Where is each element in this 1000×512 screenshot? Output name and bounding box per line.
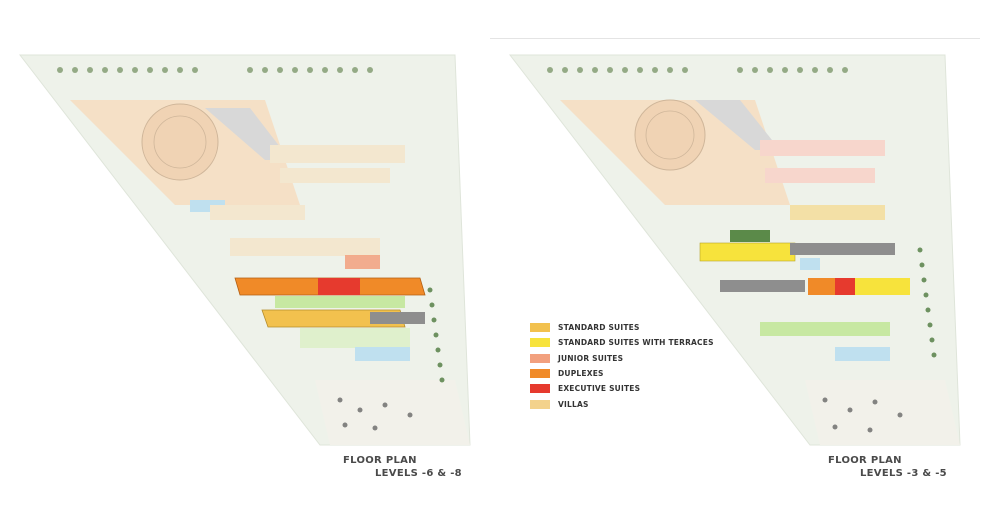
lower-pool (355, 347, 410, 361)
upper-block-a (760, 140, 885, 156)
upper-block-b (765, 168, 875, 183)
lawn-strip (760, 322, 890, 336)
caption-line-1: FLOOR PLAN (343, 455, 417, 466)
lawn-strip (275, 296, 405, 308)
pool (800, 258, 820, 270)
legend-swatch (530, 384, 550, 394)
tree-row-top (57, 67, 373, 73)
legend-label: JUNIOR SUITES (558, 353, 624, 363)
upper-block-b (280, 168, 390, 183)
villas-dots (337, 397, 413, 431)
lawn-block (730, 230, 770, 242)
legend-item: VILLAS (530, 396, 714, 411)
block-coral (345, 255, 380, 269)
upper-row-d (230, 238, 380, 256)
caption-left-plan: FLOOR PLAN LEVELS -6 & -8 (343, 454, 462, 480)
legend-item: DUPLEXES (530, 366, 714, 381)
legend-item: STANDARD SUITES WITH TERRACES (530, 335, 714, 350)
caption-right-plan: FLOOR PLAN LEVELS -3 & -5 (828, 454, 947, 480)
executive-block (835, 278, 857, 295)
legend-item: EXECUTIVE SUITES (530, 381, 714, 396)
legend-swatch (530, 399, 550, 409)
upper-gray-block (695, 100, 780, 150)
legend-label: DUPLEXES (558, 369, 604, 379)
standard-row (261, 309, 406, 328)
upper-row-c (210, 205, 305, 220)
gray-wing (720, 280, 805, 292)
legend-swatch (530, 353, 550, 363)
legend-label: EXECUTIVE SUITES (558, 384, 641, 394)
standard-terraces-right (855, 278, 910, 295)
lower-lawn (300, 328, 410, 348)
upper-row-c (790, 205, 885, 220)
tree-row-right (917, 247, 937, 358)
legend-item: JUNIOR SUITES (530, 351, 714, 366)
legend-label: STANDARD SUITES WITH TERRACES (558, 338, 714, 348)
arena-dome (634, 99, 706, 171)
tree-row-right (427, 287, 445, 383)
executive-block (318, 278, 360, 295)
caption-line-2: LEVELS -3 & -5 (860, 468, 947, 479)
arena-dome (141, 103, 219, 181)
lower-pool (835, 347, 890, 361)
caption-line-1: FLOOR PLAN (828, 455, 902, 466)
legend-item: STANDARD SUITES (530, 320, 714, 335)
lower-parcel (315, 380, 470, 445)
legend: STANDARD SUITES STANDARD SUITES WITH TER… (530, 320, 714, 412)
villas-dots (822, 397, 903, 433)
tree-row-top (547, 67, 848, 73)
caption-line-2: LEVELS -6 & -8 (375, 468, 462, 479)
upper-block-a (270, 145, 405, 163)
legend-swatch (530, 369, 550, 379)
upper-gray-block (205, 108, 290, 160)
gray-wing (370, 312, 425, 324)
gray-bar (790, 243, 895, 255)
legend-swatch (530, 323, 550, 333)
legend-label: STANDARD SUITES (558, 323, 640, 333)
lower-parcel (805, 380, 960, 445)
top-rule (490, 38, 980, 39)
legend-swatch (530, 338, 550, 348)
terrace-row (699, 242, 796, 262)
legend-label: VILLAS (558, 399, 589, 409)
